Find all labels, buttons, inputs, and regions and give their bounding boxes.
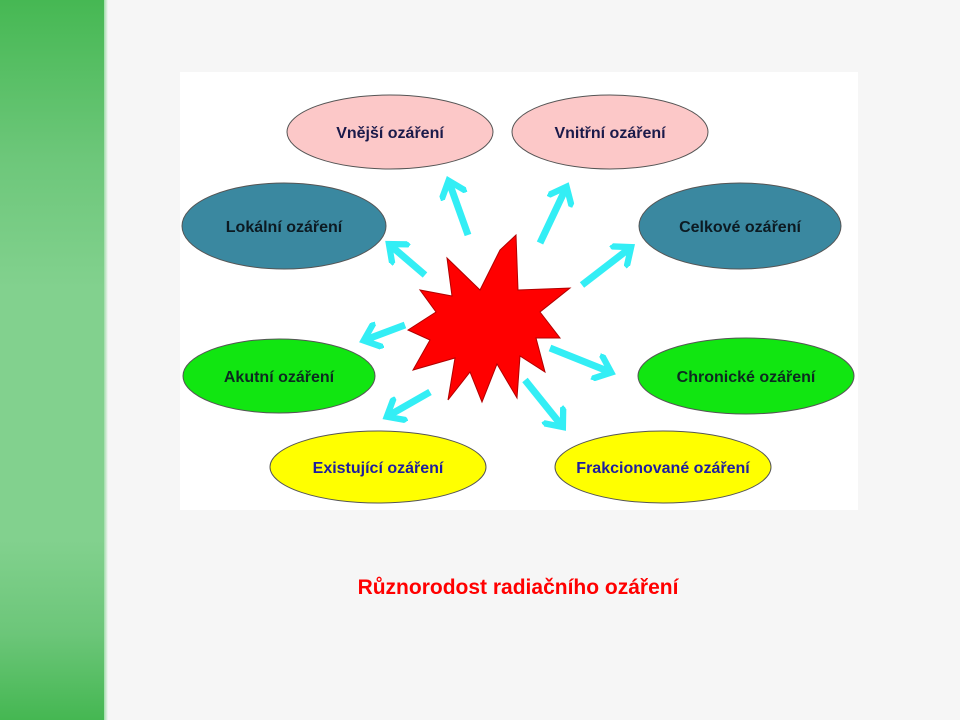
diagram-node: Lokální ozáření [181,182,387,270]
arrow-icon [536,188,566,245]
diagram-node: Chronické ozáření [637,337,855,415]
node-label: Celkové ozáření [679,219,801,236]
node-label: Vnější ozáření [336,125,444,142]
node-ellipse [181,182,387,270]
diagram-node: Frakcionované ozáření [554,430,772,504]
diagram-node: Celkové ozáření [638,182,842,270]
diagram-node: Existující ozáření [269,430,487,504]
node-label: Frakcionované ozáření [576,460,750,477]
green-sidebar-bar [0,0,104,720]
node-label: Existující ozáření [313,460,444,477]
node-ellipse [554,430,772,504]
node-ellipse [182,338,376,414]
arrow-icon [579,248,630,288]
arrow-icon [449,182,472,237]
node-label: Lokální ozáření [226,219,343,236]
node-ellipse [269,430,487,504]
diagram-node: Vnější ozáření [286,94,494,170]
node-label: Akutní ozáření [224,369,335,386]
node-ellipse [637,337,855,415]
diagram-node: Vnitřní ozáření [511,94,709,170]
explosion-burst-icon [406,233,572,404]
arrow-icon [390,245,428,278]
node-ellipse [638,182,842,270]
arrow-icon [365,325,407,340]
node-ellipse [286,94,494,170]
node-label: Chronické ozáření [677,369,816,386]
node-label: Vnitřní ozáření [554,125,666,142]
arrow-icon [522,377,562,426]
sidebar-edge [104,0,108,720]
node-ellipse [511,94,709,170]
slide-caption: Různorodost radiačního ozáření [357,576,679,599]
arrow-icon [548,344,610,372]
diagram-node: Akutní ozáření [182,338,376,414]
arrow-icon [388,388,432,416]
